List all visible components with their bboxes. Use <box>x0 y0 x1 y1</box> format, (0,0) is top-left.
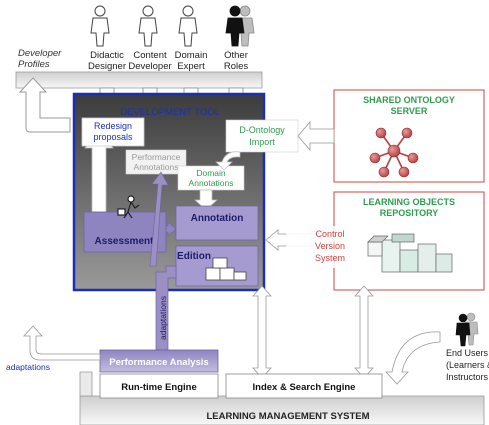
learning-objects-repository: LEARNING OBJECTS REPOSITORY <box>333 191 485 291</box>
profiles-band <box>15 71 263 89</box>
ontology-to-tool-arrow <box>297 120 335 152</box>
edition-blocks-icon <box>205 257 247 281</box>
adaptations-vertical-arrow: adaptations <box>155 265 177 351</box>
adaptations-left: adaptations <box>6 325 101 372</box>
domain-annotations-box <box>177 165 245 191</box>
edition-label: Edition <box>177 251 211 262</box>
annotation-box <box>175 205 259 241</box>
adaptations-vertical-label: adaptations <box>158 296 168 340</box>
repository-title-2: REPOSITORY <box>380 208 439 218</box>
performance-annotations-label-2: Annotations <box>134 162 179 172</box>
cvs-label-3: System <box>315 253 345 263</box>
performance-analysis-box <box>99 349 219 373</box>
redesign-proposals-label-2: proposals <box>93 132 133 142</box>
ontology-title-2: SERVER <box>391 106 428 116</box>
tool-to-index-double-arrow <box>252 285 272 379</box>
role-label-other-2: Roles <box>224 61 249 72</box>
learning-management-system: LEARNING MANAGEMENT SYSTEM Performance A… <box>79 349 485 425</box>
development-tool-title: DEVELOPMENT TOOL <box>120 107 220 118</box>
d-ontology-import-label: D-Ontology <box>239 125 285 135</box>
role-label-other: Other <box>224 50 248 61</box>
domain-annotations-label-2: Annotations <box>189 178 234 188</box>
shared-ontology-server: SHARED ONTOLOGY SERVER <box>333 89 485 183</box>
role-label-didactic-2: Designer <box>88 61 126 72</box>
role-label-content: Content <box>133 50 167 61</box>
end-users-label-3: Instructors <box>446 372 489 382</box>
cvs-label: Control <box>315 229 344 239</box>
role-label-domain: Domain <box>175 50 208 61</box>
role-label-didactic: Didactic <box>90 50 124 61</box>
perf-annotations-diagonal-arrow <box>149 171 169 267</box>
end-users-label: End Users <box>446 348 489 358</box>
runtime-engine-box <box>99 373 219 399</box>
end-users-icon <box>455 312 479 347</box>
role-label-content-2: Developer <box>128 61 171 72</box>
performance-analysis-label: Performance Analysis <box>109 357 208 368</box>
control-version-system: Control Version System <box>265 226 356 268</box>
ontology-to-annotations-arrow <box>215 151 241 171</box>
role-label-domain-2: Expert <box>177 61 205 72</box>
index-search-box <box>225 373 383 399</box>
assessor-figure-icon <box>117 195 140 219</box>
development-tool: DEVELOPMENT TOOL Redesign proposals Perf… <box>72 92 299 292</box>
repository-blocks-icon <box>367 233 453 273</box>
content-developer-icon <box>138 5 158 47</box>
developer-profiles-label: Developer <box>18 48 62 59</box>
ontology-title: SHARED ONTOLOGY <box>363 95 455 105</box>
d-ontology-import-label-2: Import <box>249 137 275 147</box>
assessment-to-annotation-arrow <box>165 221 177 237</box>
other-roles-icon <box>225 5 255 47</box>
developer-profiles-label-2: Profiles <box>18 59 50 70</box>
performance-annotations-box <box>125 149 187 175</box>
domain-annotations-label: Domain <box>196 168 226 178</box>
repository-to-index-double-arrow <box>354 285 374 379</box>
end-users-arrow <box>385 331 441 385</box>
redesign-proposals-label: Redesign <box>94 121 132 131</box>
redesign-loop-arrow <box>18 77 71 133</box>
performance-annotations-label: Performance <box>132 152 181 162</box>
didactic-designer-icon <box>90 5 110 47</box>
runtime-engine-label: Run-time Engine <box>121 382 196 393</box>
adaptations-left-label: adaptations <box>6 362 50 372</box>
assessment-label: Assessment <box>95 236 155 247</box>
annotation-down-arrow <box>194 189 218 211</box>
domain-expert-icon <box>178 5 198 47</box>
developer-profiles: Developer Profiles Didactic Designer Con… <box>15 5 263 105</box>
redesign-proposals-box <box>81 117 145 147</box>
cvs-label-2: Version <box>315 241 345 251</box>
lms-title: LEARNING MANAGEMENT SYSTEM <box>206 411 369 422</box>
index-search-label: Index & Search Engine <box>253 382 356 393</box>
repository-title: LEARNING OBJECTS <box>363 197 455 207</box>
ontology-nodes <box>369 127 419 178</box>
annotation-label: Annotation <box>191 213 244 224</box>
end-users-label-2: (Learners & <box>446 360 489 370</box>
end-users: End Users (Learners & Instructors <box>385 312 489 385</box>
